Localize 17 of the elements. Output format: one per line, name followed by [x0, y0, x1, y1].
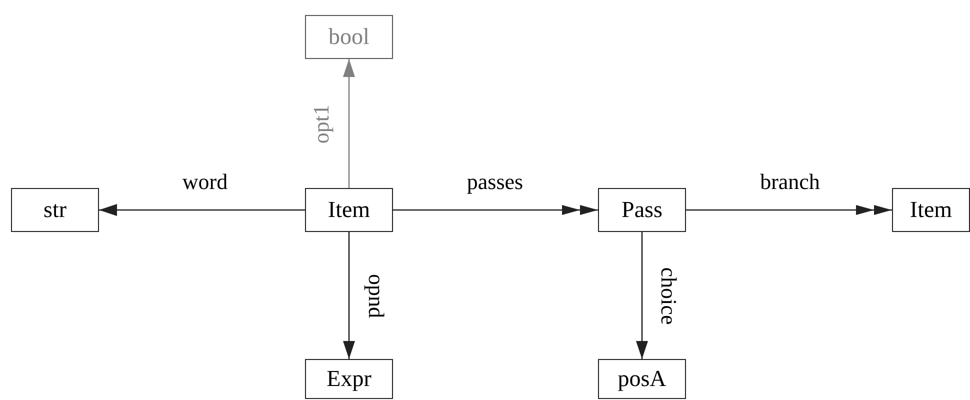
- type-box: Item: [892, 188, 970, 232]
- type-box: Item: [305, 188, 393, 232]
- edge-label: opnd: [365, 274, 387, 318]
- arrow: [343, 232, 355, 359]
- arrow: [99, 204, 305, 216]
- type-box: Pass: [598, 188, 686, 232]
- edge-label: choice: [658, 267, 680, 325]
- edge-label: opt1: [311, 104, 333, 144]
- type-box: str: [11, 188, 99, 232]
- arrow: [636, 232, 648, 359]
- edge-label: branch: [760, 171, 820, 193]
- edge-label: passes: [466, 171, 524, 193]
- type-box: bool: [305, 15, 393, 59]
- edge-label: word: [182, 171, 228, 193]
- type-box: Expr: [305, 359, 393, 399]
- arrow: [343, 59, 355, 188]
- type-box: posA: [598, 359, 686, 399]
